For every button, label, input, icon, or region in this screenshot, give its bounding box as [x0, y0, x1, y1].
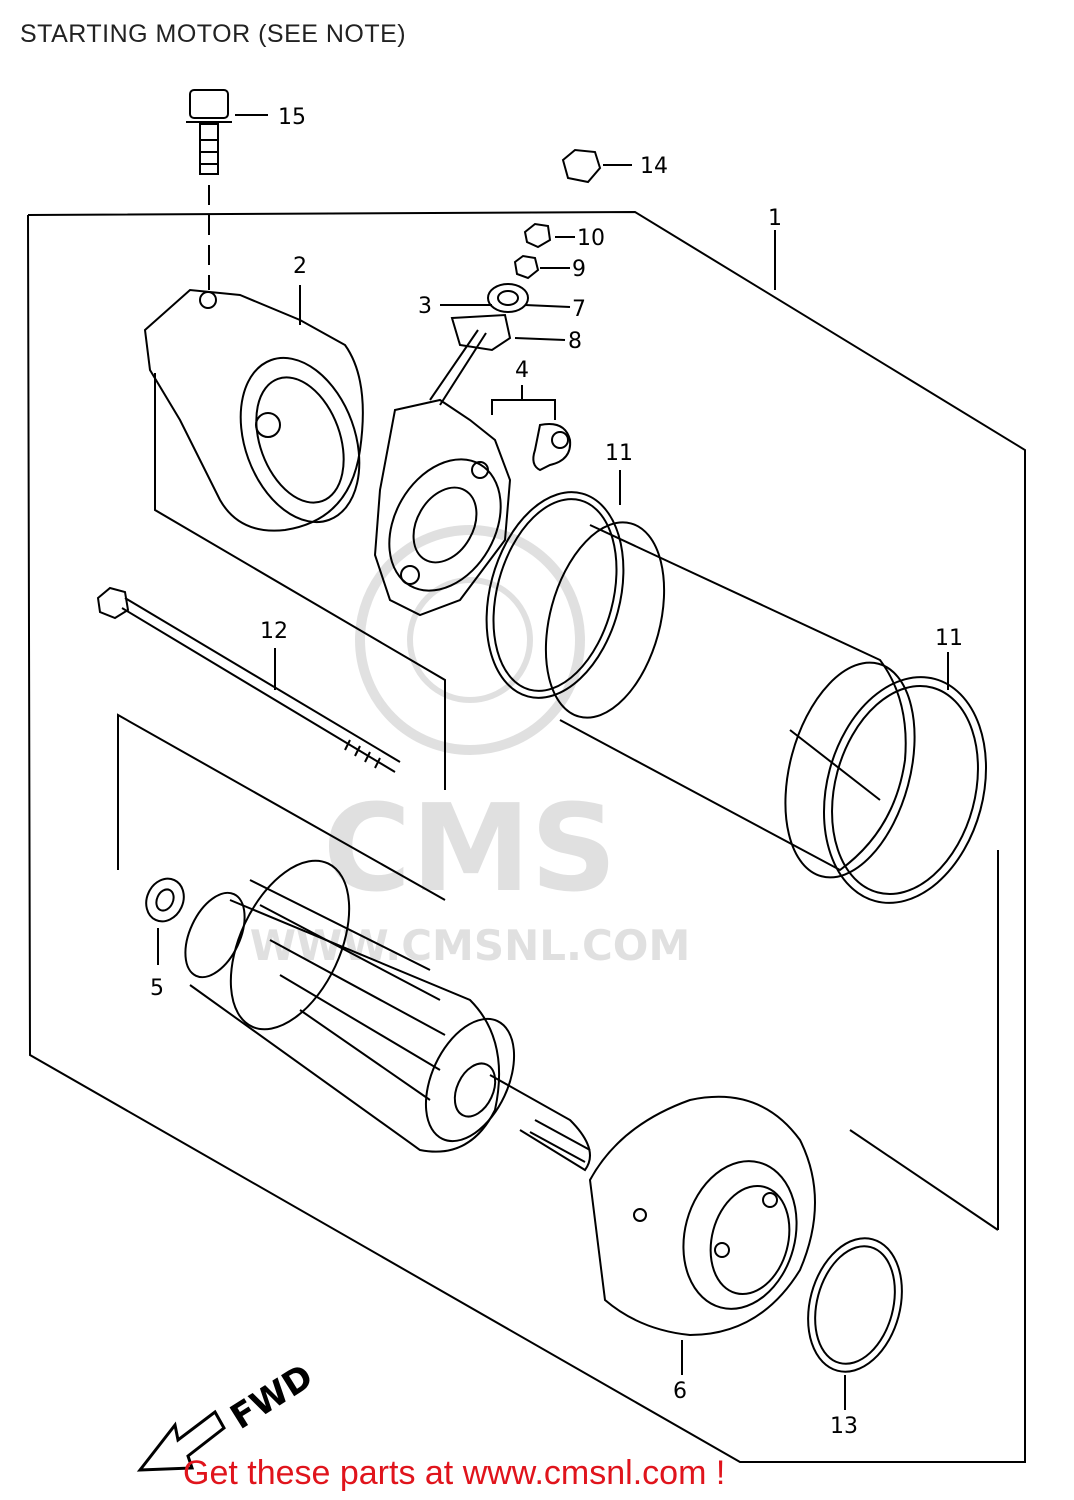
brush-plate-part-4 [373, 385, 572, 617]
fwd-label: FWD [224, 1357, 321, 1438]
o-ring-part-11-right [822, 652, 988, 904]
callout-15: 15 [278, 105, 306, 130]
washer-part-9 [513, 254, 540, 280]
through-bolt-part-12 [96, 586, 401, 773]
terminal-hardware-group [429, 222, 575, 406]
callout-7: 7 [572, 297, 586, 322]
callout-9: 9 [572, 257, 586, 282]
callout-2: 2 [293, 254, 307, 279]
yoke-housing-part-1 [544, 230, 916, 879]
callout-6: 6 [673, 1379, 687, 1404]
callout-14: 14 [640, 154, 668, 179]
front-housing-part-6 [588, 1095, 816, 1375]
cms-watermark: CMS WWW.CMSNL.COM [250, 525, 691, 970]
nut-part-14 [561, 148, 632, 184]
armature [184, 859, 591, 1172]
o-ring-part-13 [807, 1237, 903, 1410]
nut-part-10 [523, 222, 552, 249]
callout-10: 10 [577, 226, 605, 251]
callout-3: 3 [418, 294, 432, 319]
callout-1: 1 [768, 206, 782, 231]
callout-5: 5 [150, 976, 164, 1001]
o-ring-part-11-left [485, 470, 625, 699]
insulator-part-7 [487, 283, 529, 313]
rear-housing-part-2 [143, 285, 364, 532]
footer-parts-link[interactable]: Get these parts at www.cmsnl.com ! [183, 1454, 726, 1492]
armature-group-bracket [117, 373, 999, 1231]
callout-4: 4 [515, 358, 529, 383]
assembly-outline [27, 210, 1026, 1463]
callout-13: 13 [830, 1414, 858, 1439]
watermark-brand: CMS [323, 780, 617, 919]
forward-direction-arrow: FWD [136, 1357, 321, 1472]
callout-8: 8 [568, 329, 582, 354]
washer-part-5 [145, 877, 185, 965]
watermark-url: WWW.CMSNL.COM [250, 921, 691, 970]
callout-12: 12 [260, 619, 288, 644]
callout-11-left: 11 [605, 441, 633, 466]
plate-part-8 [450, 313, 512, 352]
bolt-part-15 [186, 89, 268, 290]
callout-11-right: 11 [935, 626, 963, 651]
page-title: STARTING MOTOR (SEE NOTE) [20, 20, 407, 48]
